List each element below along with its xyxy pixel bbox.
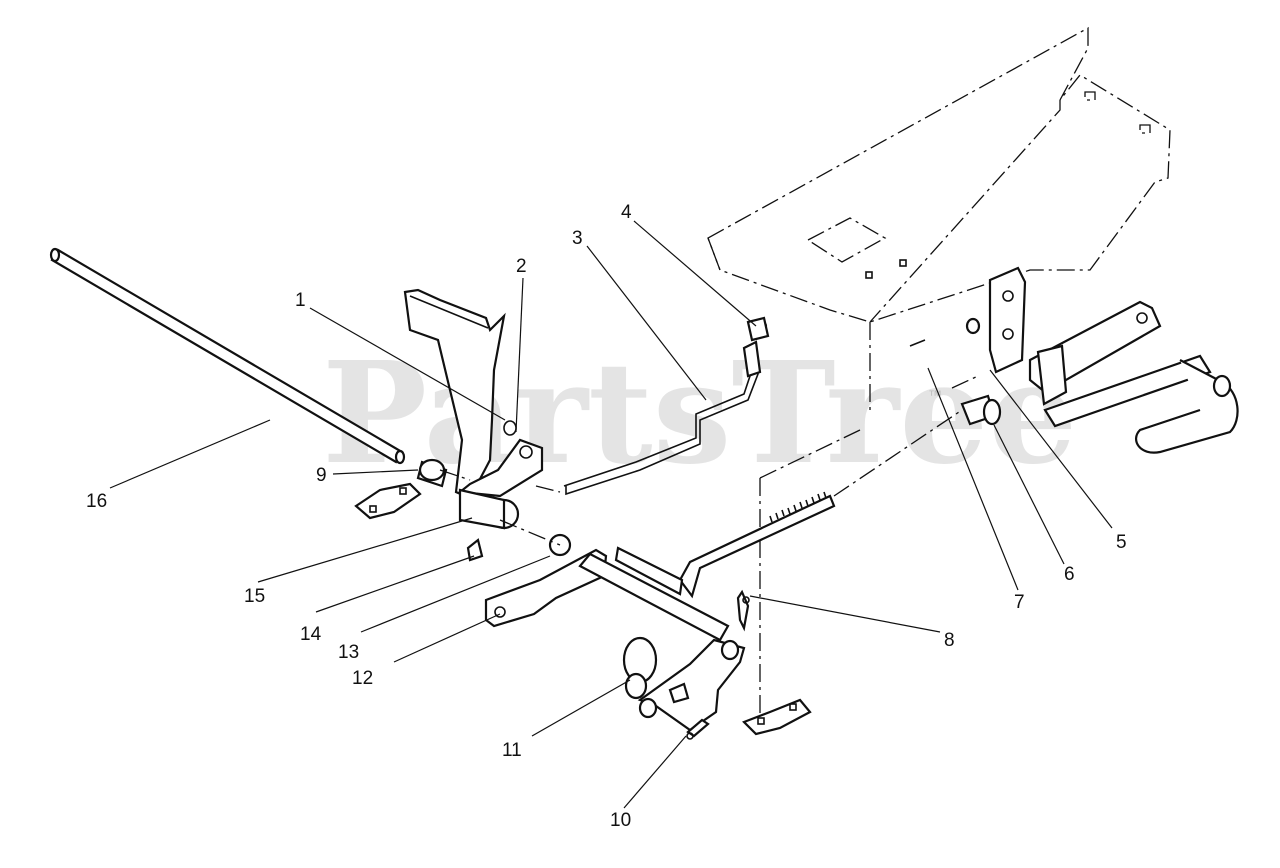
callout-16: 16 xyxy=(86,491,107,512)
rear-linkage xyxy=(909,266,1239,454)
callout-8: 8 xyxy=(944,630,955,651)
frame-outline xyxy=(707,26,1171,720)
callout-3: 3 xyxy=(572,228,583,249)
threaded-rod xyxy=(678,491,836,599)
callout-4: 4 xyxy=(621,202,632,223)
callout-labels: 1 2 3 4 5 6 7 8 9 10 11 12 13 14 15 16 xyxy=(86,202,1127,831)
callout-1: 1 xyxy=(295,290,306,311)
bushing-9 xyxy=(416,458,448,488)
callout-10: 10 xyxy=(610,810,631,831)
callout-15: 15 xyxy=(244,586,265,607)
brake-pedal xyxy=(403,288,544,530)
arm-11 xyxy=(622,636,746,732)
centerlines xyxy=(439,375,979,546)
callout-7: 7 xyxy=(1014,592,1025,613)
callout-14: 14 xyxy=(300,624,322,645)
small-hardware xyxy=(466,538,812,740)
rod-16 xyxy=(49,247,406,465)
clip-near-9 xyxy=(354,482,422,520)
callout-11: 11 xyxy=(502,740,522,761)
callout-13: 13 xyxy=(338,642,359,663)
callout-6: 6 xyxy=(1064,564,1075,585)
callout-5: 5 xyxy=(1116,532,1127,553)
leader-lines xyxy=(109,220,1113,809)
callout-2: 2 xyxy=(516,256,527,277)
cross-shaft xyxy=(484,533,730,642)
watermark-trademark: ™ xyxy=(928,387,942,403)
callout-12: 12 xyxy=(352,668,373,689)
callout-9: 9 xyxy=(316,465,327,486)
